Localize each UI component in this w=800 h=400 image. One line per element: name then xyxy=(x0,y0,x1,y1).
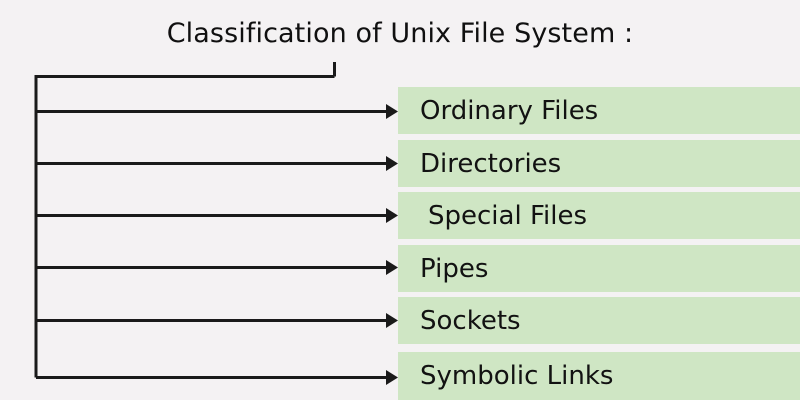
node-box-pipes: Pipes xyxy=(398,245,800,292)
arrowhead-icon-6 xyxy=(386,370,398,385)
arrowhead-icon-2 xyxy=(386,156,398,171)
node-box-ordinary-files: Ordinary Files xyxy=(398,87,800,134)
node-box-directories: Directories xyxy=(398,140,800,187)
node-label-ordinary-files: Ordinary Files xyxy=(420,95,599,126)
page-title: Classification of Unix File System : xyxy=(166,18,634,49)
arrowhead-icon-1 xyxy=(386,104,398,119)
node-box-special-files: Special Files xyxy=(398,192,800,239)
node-label-special-files: Special Files xyxy=(428,200,587,231)
node-box-symbolic-links: Symbolic Links xyxy=(398,352,800,400)
arrowhead-icon-3 xyxy=(386,208,398,223)
node-label-symbolic-links: Symbolic Links xyxy=(420,361,614,391)
node-label-sockets: Sockets xyxy=(420,305,521,336)
node-box-sockets: Sockets xyxy=(398,297,800,344)
arrowhead-icon-5 xyxy=(386,313,398,328)
arrowhead-icon-4 xyxy=(386,260,398,275)
node-label-pipes: Pipes xyxy=(420,253,489,284)
node-label-directories: Directories xyxy=(420,148,562,179)
